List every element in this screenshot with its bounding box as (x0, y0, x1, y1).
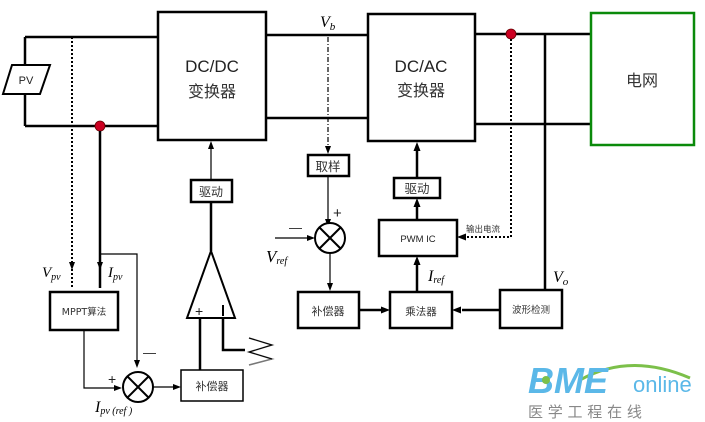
vb-arrow-icon (325, 146, 331, 154)
ipv-ref-label: Ipv (ref ) (94, 399, 133, 417)
logo-tagline: 医 学 工 程 在 线 (528, 403, 642, 421)
minus-sign-left: — (143, 345, 156, 360)
sampling-label: 取样 (315, 159, 340, 174)
ac-output-wiring (475, 32, 593, 290)
pwm-ic-label: PWM IC (400, 234, 435, 245)
logo-suffix: online (633, 372, 692, 397)
drive-left-label: 驱动 (199, 185, 223, 199)
ipv-feedback-wire (101, 253, 138, 360)
dcdc-converter-block: DC/DC 变换器 (156, 10, 268, 142)
multiplier-label: 乘法器 (405, 305, 437, 318)
output-current-arrow-icon (457, 233, 466, 241)
grid-label: 电网 (626, 71, 658, 90)
sawtooth-input-wire (221, 318, 245, 352)
sampling-block: 取样 (306, 153, 351, 178)
mppt-output-arrow-icon (114, 385, 122, 391)
ipv-feedback-arrow-icon (134, 360, 140, 368)
pwm-comparator: + (185, 248, 237, 319)
summer-mid-arrow-icon (327, 283, 333, 291)
pwm-arrow-icon (413, 198, 421, 207)
dc-bus (266, 33, 368, 120)
ipv-label: Ipv (107, 265, 123, 283)
output-current-sense-line (466, 39, 512, 238)
multiplier-block: 乘法器 (388, 290, 454, 330)
pv-current-sense-node (94, 120, 106, 132)
compensator-mid-label: 补偿器 (312, 304, 345, 318)
output-current-label: 输出电流 (466, 224, 501, 235)
waveform-arrow-icon (452, 306, 461, 314)
dcdc-title: DC/DC (185, 57, 239, 76)
output-current-sense-node (505, 28, 517, 40)
waveform-detect-block: 波形检测 (498, 288, 564, 330)
plus-sign-mid: + (333, 205, 342, 222)
mppt-block: MPPT算法 (48, 290, 120, 332)
pv-label: PV (19, 75, 34, 87)
logo-dot-icon (542, 376, 550, 384)
pv-wiring (23, 35, 158, 128)
waveform-detect-label: 波形检测 (512, 304, 550, 316)
ipv-arrow-icon (97, 262, 103, 270)
iref-arrow-icon (413, 256, 421, 265)
drive-right-arrow-icon (413, 142, 421, 151)
summer-arrow-icon (173, 384, 181, 390)
minus-sign-mid: — (289, 220, 302, 235)
vb-label: Vb (320, 14, 336, 33)
pwm-ic-block: PWM IC (377, 218, 459, 258)
pv-panel: PV (1, 64, 52, 95)
grid-block: 电网 (589, 11, 696, 147)
dcac-subtitle: 变换器 (397, 81, 445, 100)
iref-label: Iref (427, 268, 445, 286)
drive-right-block: 驱动 (392, 176, 442, 200)
vpv-label: Vpv (42, 265, 61, 283)
vref-label: Vref (266, 247, 288, 267)
voltage-summing-junction (314, 222, 346, 254)
dcac-converter-block: DC/AC 变换器 (366, 12, 477, 143)
compensator-left-block: 补偿器 (180, 369, 244, 402)
compensator-left-label: 补偿器 (196, 379, 229, 393)
drive-left-arrow-icon (208, 141, 214, 149)
bme-online-logo: BME online 医 学 工 程 在 线 (528, 360, 692, 421)
vo-label: Vo (553, 269, 569, 288)
comparator-plus: + (195, 303, 203, 319)
logo-arc-icon (579, 364, 691, 382)
mppt-output-wire (83, 330, 118, 389)
plus-sign-left: + (108, 371, 116, 387)
compensator-mid-block: 补偿器 (296, 290, 361, 330)
vref-arrow-icon (307, 235, 315, 241)
dcdc-subtitle: 变换器 (188, 82, 236, 101)
drive-left-block: 驱动 (189, 178, 234, 204)
mppt-label: MPPT算法 (62, 306, 106, 318)
logo-brand: BME (528, 360, 609, 401)
multiplier-input-arrow-icon (381, 306, 390, 314)
sawtooth-waveform-icon (246, 337, 275, 366)
current-summing-junction (122, 371, 154, 403)
dcac-title: DC/AC (395, 57, 448, 76)
vpv-arrow-icon (69, 262, 75, 270)
drive-right-label: 驱动 (404, 181, 429, 196)
